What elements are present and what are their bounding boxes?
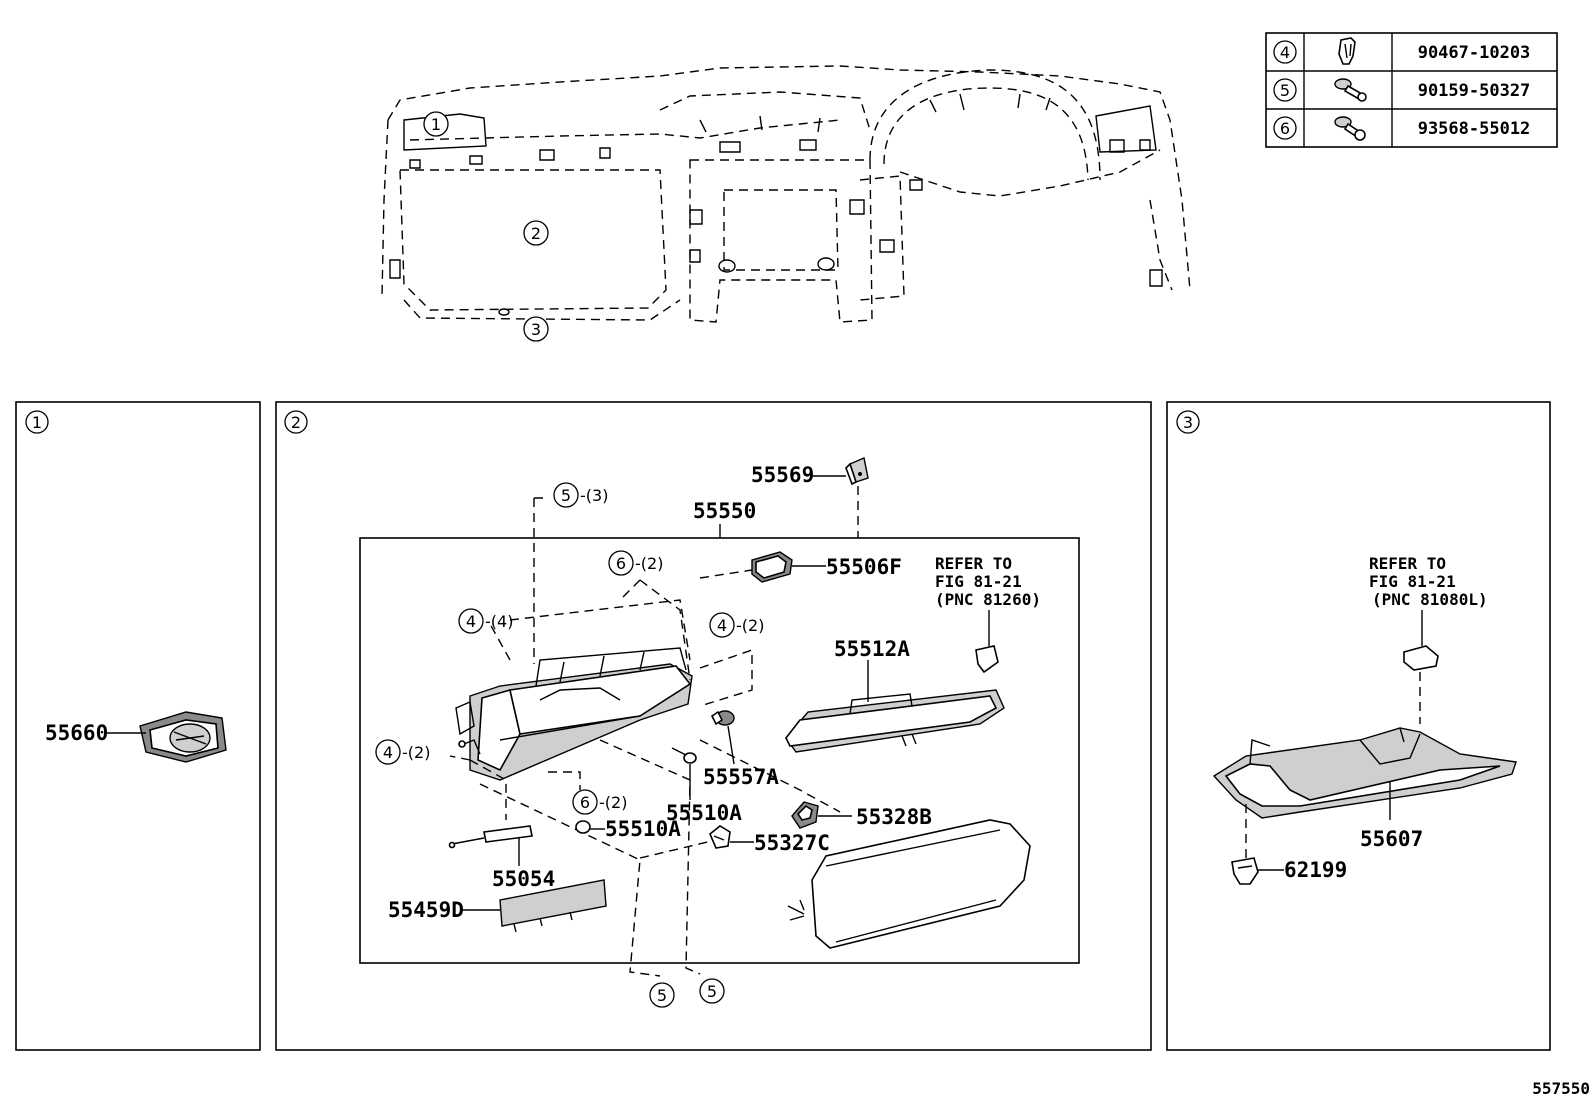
- panel-2-number: 2: [291, 413, 301, 432]
- part-label-55054: 55054: [492, 867, 555, 891]
- overview-callout-1: 1: [431, 115, 441, 134]
- svg-text:-(3): -(3): [580, 486, 608, 505]
- callout-4-qty2-left: 4 -(2): [375, 739, 430, 765]
- svg-text:5: 5: [561, 486, 571, 505]
- part-label-55512A: 55512A: [834, 637, 910, 661]
- table-part-90159-50327: 90159-50327: [1418, 81, 1531, 101]
- pad-55459D-part: [499, 879, 607, 933]
- part-label-55327C: 55327C: [754, 831, 830, 855]
- instrument-panel-overview: 1 2 3: [381, 65, 1191, 342]
- overview-callout-2: 2: [531, 224, 541, 243]
- glovebox-housing-part: [455, 647, 693, 781]
- assembly-label-55550: 55550: [693, 499, 756, 523]
- rod-55054-part: [448, 825, 533, 849]
- panel-1: 1 55660: [15, 401, 261, 1051]
- damper-55510A-lower-part: [575, 820, 591, 834]
- svg-text:-(4): -(4): [485, 612, 513, 631]
- part-label-55660: 55660: [45, 721, 108, 745]
- svg-text:4: 4: [466, 612, 476, 631]
- under-cover-part: [1212, 727, 1517, 819]
- refer-line-2-panel3: FIG 81-21: [1369, 572, 1456, 591]
- diagram-id: 557550: [1532, 1079, 1590, 1098]
- svg-text:-(2): -(2): [635, 554, 663, 573]
- part-label-55506F: 55506F: [826, 555, 902, 579]
- panel-2: 2 55550 55569 55506F REFER TO FIG 81-21 …: [275, 401, 1152, 1051]
- callout-5-bottom-right: 5: [699, 978, 725, 1004]
- refer-line-3: (PNC 81260): [935, 590, 1041, 609]
- part-label-62199: 62199: [1284, 858, 1347, 882]
- refer-line-1: REFER TO: [935, 554, 1012, 573]
- table-part-90467-10203: 90467-10203: [1418, 43, 1531, 63]
- svg-text:6: 6: [616, 554, 626, 573]
- callout-4-qty4: 4 -(4): [458, 608, 513, 634]
- fastener-table: 4 5 6 90467-10203 90159-50327 93568-5501…: [1265, 32, 1558, 148]
- panel-3: 3 REFER TO FIG 81-21 (PNC 81080L) 55607 …: [1166, 401, 1551, 1051]
- svg-text:5: 5: [657, 986, 667, 1005]
- bolt-icon: [1334, 78, 1367, 102]
- svg-text:5: 5: [707, 982, 717, 1001]
- panel-1-number: 1: [32, 413, 42, 432]
- overview-callout-3: 3: [531, 320, 541, 339]
- table-ref-4: 4: [1280, 43, 1290, 62]
- svg-text:-(2): -(2): [599, 793, 627, 812]
- table-ref-5: 5: [1280, 81, 1290, 100]
- bumper-55327C-part: [709, 825, 731, 849]
- part-label-55607: 55607: [1360, 827, 1423, 851]
- table-ref-6: 6: [1280, 119, 1290, 138]
- bumper-55328B-part: [791, 801, 819, 829]
- clip-icon: [1338, 37, 1356, 65]
- callout-5-qty3: 5 -(3): [553, 482, 608, 508]
- side-vent-part: [139, 711, 227, 763]
- part-label-55569: 55569: [751, 463, 814, 487]
- part-label-55459D: 55459D: [388, 898, 464, 922]
- connector-part: [975, 645, 999, 674]
- refer-line-3-panel3: (PNC 81080L): [1372, 590, 1488, 609]
- panel-3-number: 3: [1183, 413, 1193, 432]
- refer-line-2: FIG 81-21: [935, 572, 1022, 591]
- lock-part: [751, 551, 793, 583]
- table-part-93568-55012: 93568-55012: [1418, 119, 1531, 139]
- connector-81080L-part: [1403, 645, 1439, 671]
- callout-5-bottom-left: 5: [649, 982, 675, 1008]
- door-panel-part: [785, 689, 1005, 753]
- callout-6-qty2-upper: 6 -(2): [608, 550, 663, 576]
- svg-text:-(2): -(2): [736, 616, 764, 635]
- refer-line-1-panel3: REFER TO: [1369, 554, 1446, 573]
- clip-55557A-part: [710, 710, 735, 726]
- part-label-55510A-lower: 55510A: [605, 817, 681, 841]
- svg-text:6: 6: [580, 793, 590, 812]
- svg-text:4: 4: [383, 743, 393, 762]
- svg-text:-(2): -(2): [402, 743, 430, 762]
- clip-62199-part: [1231, 857, 1259, 885]
- part-label-55557A: 55557A: [703, 765, 779, 789]
- svg-text:4: 4: [717, 616, 727, 635]
- part-label-55328B: 55328B: [856, 805, 932, 829]
- callout-6-qty2-lower: 6 -(2): [572, 789, 627, 815]
- callout-4-qty2-right: 4 -(2): [709, 612, 764, 638]
- part-label-55510A-upper: 55510A: [666, 801, 742, 825]
- screw-icon: [1334, 116, 1366, 141]
- glovebox-door-part: [787, 819, 1031, 949]
- stopper-part: [845, 457, 869, 486]
- damper-55510A-part: [671, 747, 697, 764]
